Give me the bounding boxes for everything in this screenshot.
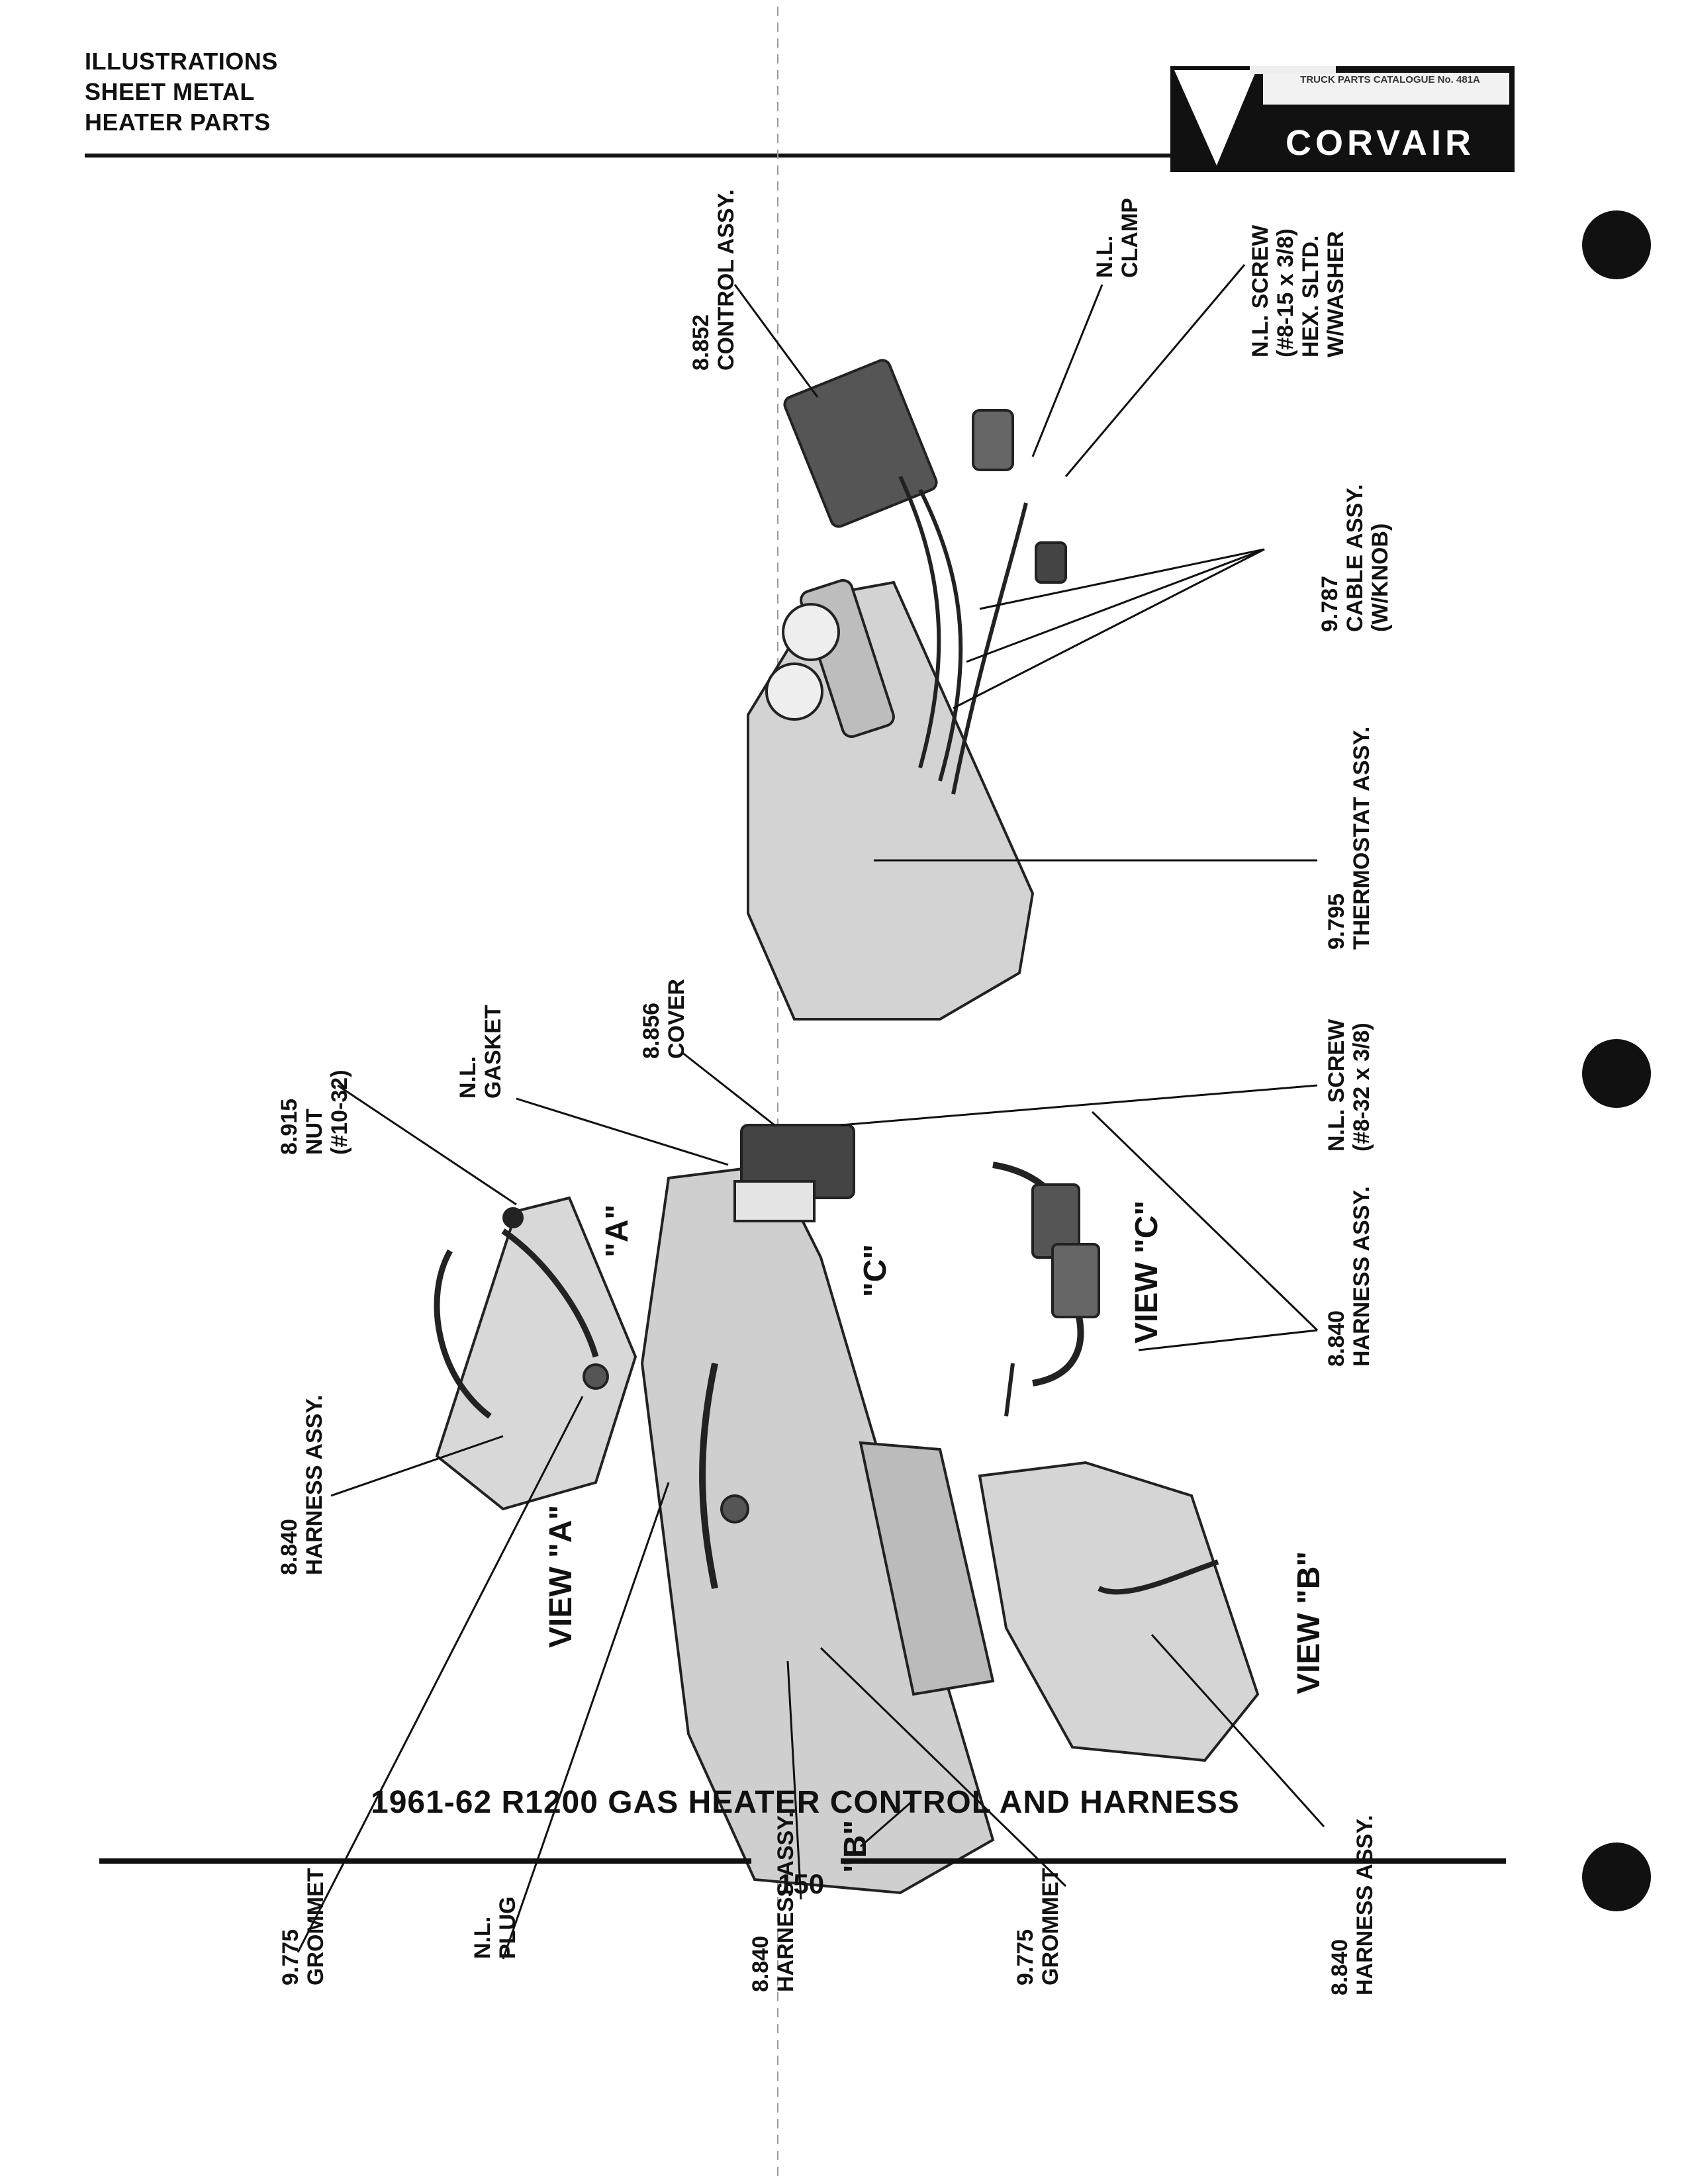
label-cable-assy: 9.787 CABLE ASSY. (W/KNOB) <box>1317 484 1393 632</box>
header-line-2: SHEET METAL <box>85 78 255 105</box>
label-nl-screw-8-32: N.L. SCREW (#8-32 x 3/8) <box>1324 1019 1374 1152</box>
cable-assemblies-drawing <box>898 475 1028 795</box>
heater-unit-drawing <box>640 1124 995 1895</box>
view-a-drawing <box>434 1196 637 1511</box>
label-grommet-right: 9.775 GROMMET <box>1013 1868 1063 1985</box>
header-line-3: HEATER PARTS <box>85 109 271 136</box>
label-thermostat-assy: 9.795 THERMOSTAT ASSY. <box>1324 726 1374 950</box>
view-c-drawing <box>992 1161 1100 1417</box>
label-harness-assy-middle: 8.840 HARNESS ASSY. <box>748 1811 798 1992</box>
header-rule <box>85 154 1170 158</box>
label-nl-plug: N.L. PLUG <box>470 1896 520 1959</box>
label-harness-assy-view-c: 8.840 HARNESS ASSY. <box>1324 1186 1374 1367</box>
figure-caption: 1961-62 R1200 GAS HEATER CONTROL AND HAR… <box>371 1785 1240 1820</box>
label-grommet-left: 9.775 GROMMET <box>278 1868 328 1985</box>
view-a-title: VIEW "A" <box>543 1504 579 1648</box>
label-nut: 8.915 NUT (#10-32) <box>277 1069 352 1155</box>
binder-hole-middle <box>1582 1039 1651 1108</box>
header-line-1: ILLUSTRATIONS <box>85 48 278 75</box>
view-b-drawing <box>978 1461 1260 1762</box>
label-nl-clamp: N.L. CLAMP <box>1092 198 1143 278</box>
label-harness-assy-view-b: 8.840 HARNESS ASSY. <box>1327 1815 1378 1995</box>
instrument-panel-drawing <box>747 359 1067 1021</box>
page-number: 150 <box>778 1868 825 1899</box>
logo-brand-text: CORVAIR <box>1285 123 1476 163</box>
view-b-title: VIEW "B" <box>1291 1551 1327 1694</box>
label-nl-gasket: N.L. GASKET <box>455 1005 506 1099</box>
view-c-title: VIEW "C" <box>1129 1200 1164 1343</box>
binder-hole-top <box>1582 210 1651 279</box>
label-nl-screw-hex: N.L. SCREW (#8-15 x 3/8) HEX. SLTD. W/WA… <box>1248 224 1348 357</box>
section-header: ILLUSTRATIONS SHEET METAL HEATER PARTS <box>85 46 278 138</box>
label-harness-assy-view-a: 8.840 HARNESS ASSY. <box>277 1394 327 1575</box>
logo-catalog-text: TRUCK PARTS CATALOGUE No. 481A <box>1300 74 1480 85</box>
callout-c: "C" <box>858 1244 893 1297</box>
label-cover: 8.856 COVER <box>639 979 689 1059</box>
corvair-logo <box>1170 66 1515 172</box>
binder-hole-bottom <box>1582 1843 1651 1911</box>
callout-b: "B" <box>838 1819 873 1873</box>
label-control-assy: 8.852 CONTROL ASSY. <box>688 189 739 371</box>
callout-a: "A" <box>600 1204 635 1257</box>
leader-lines <box>297 264 1325 1960</box>
